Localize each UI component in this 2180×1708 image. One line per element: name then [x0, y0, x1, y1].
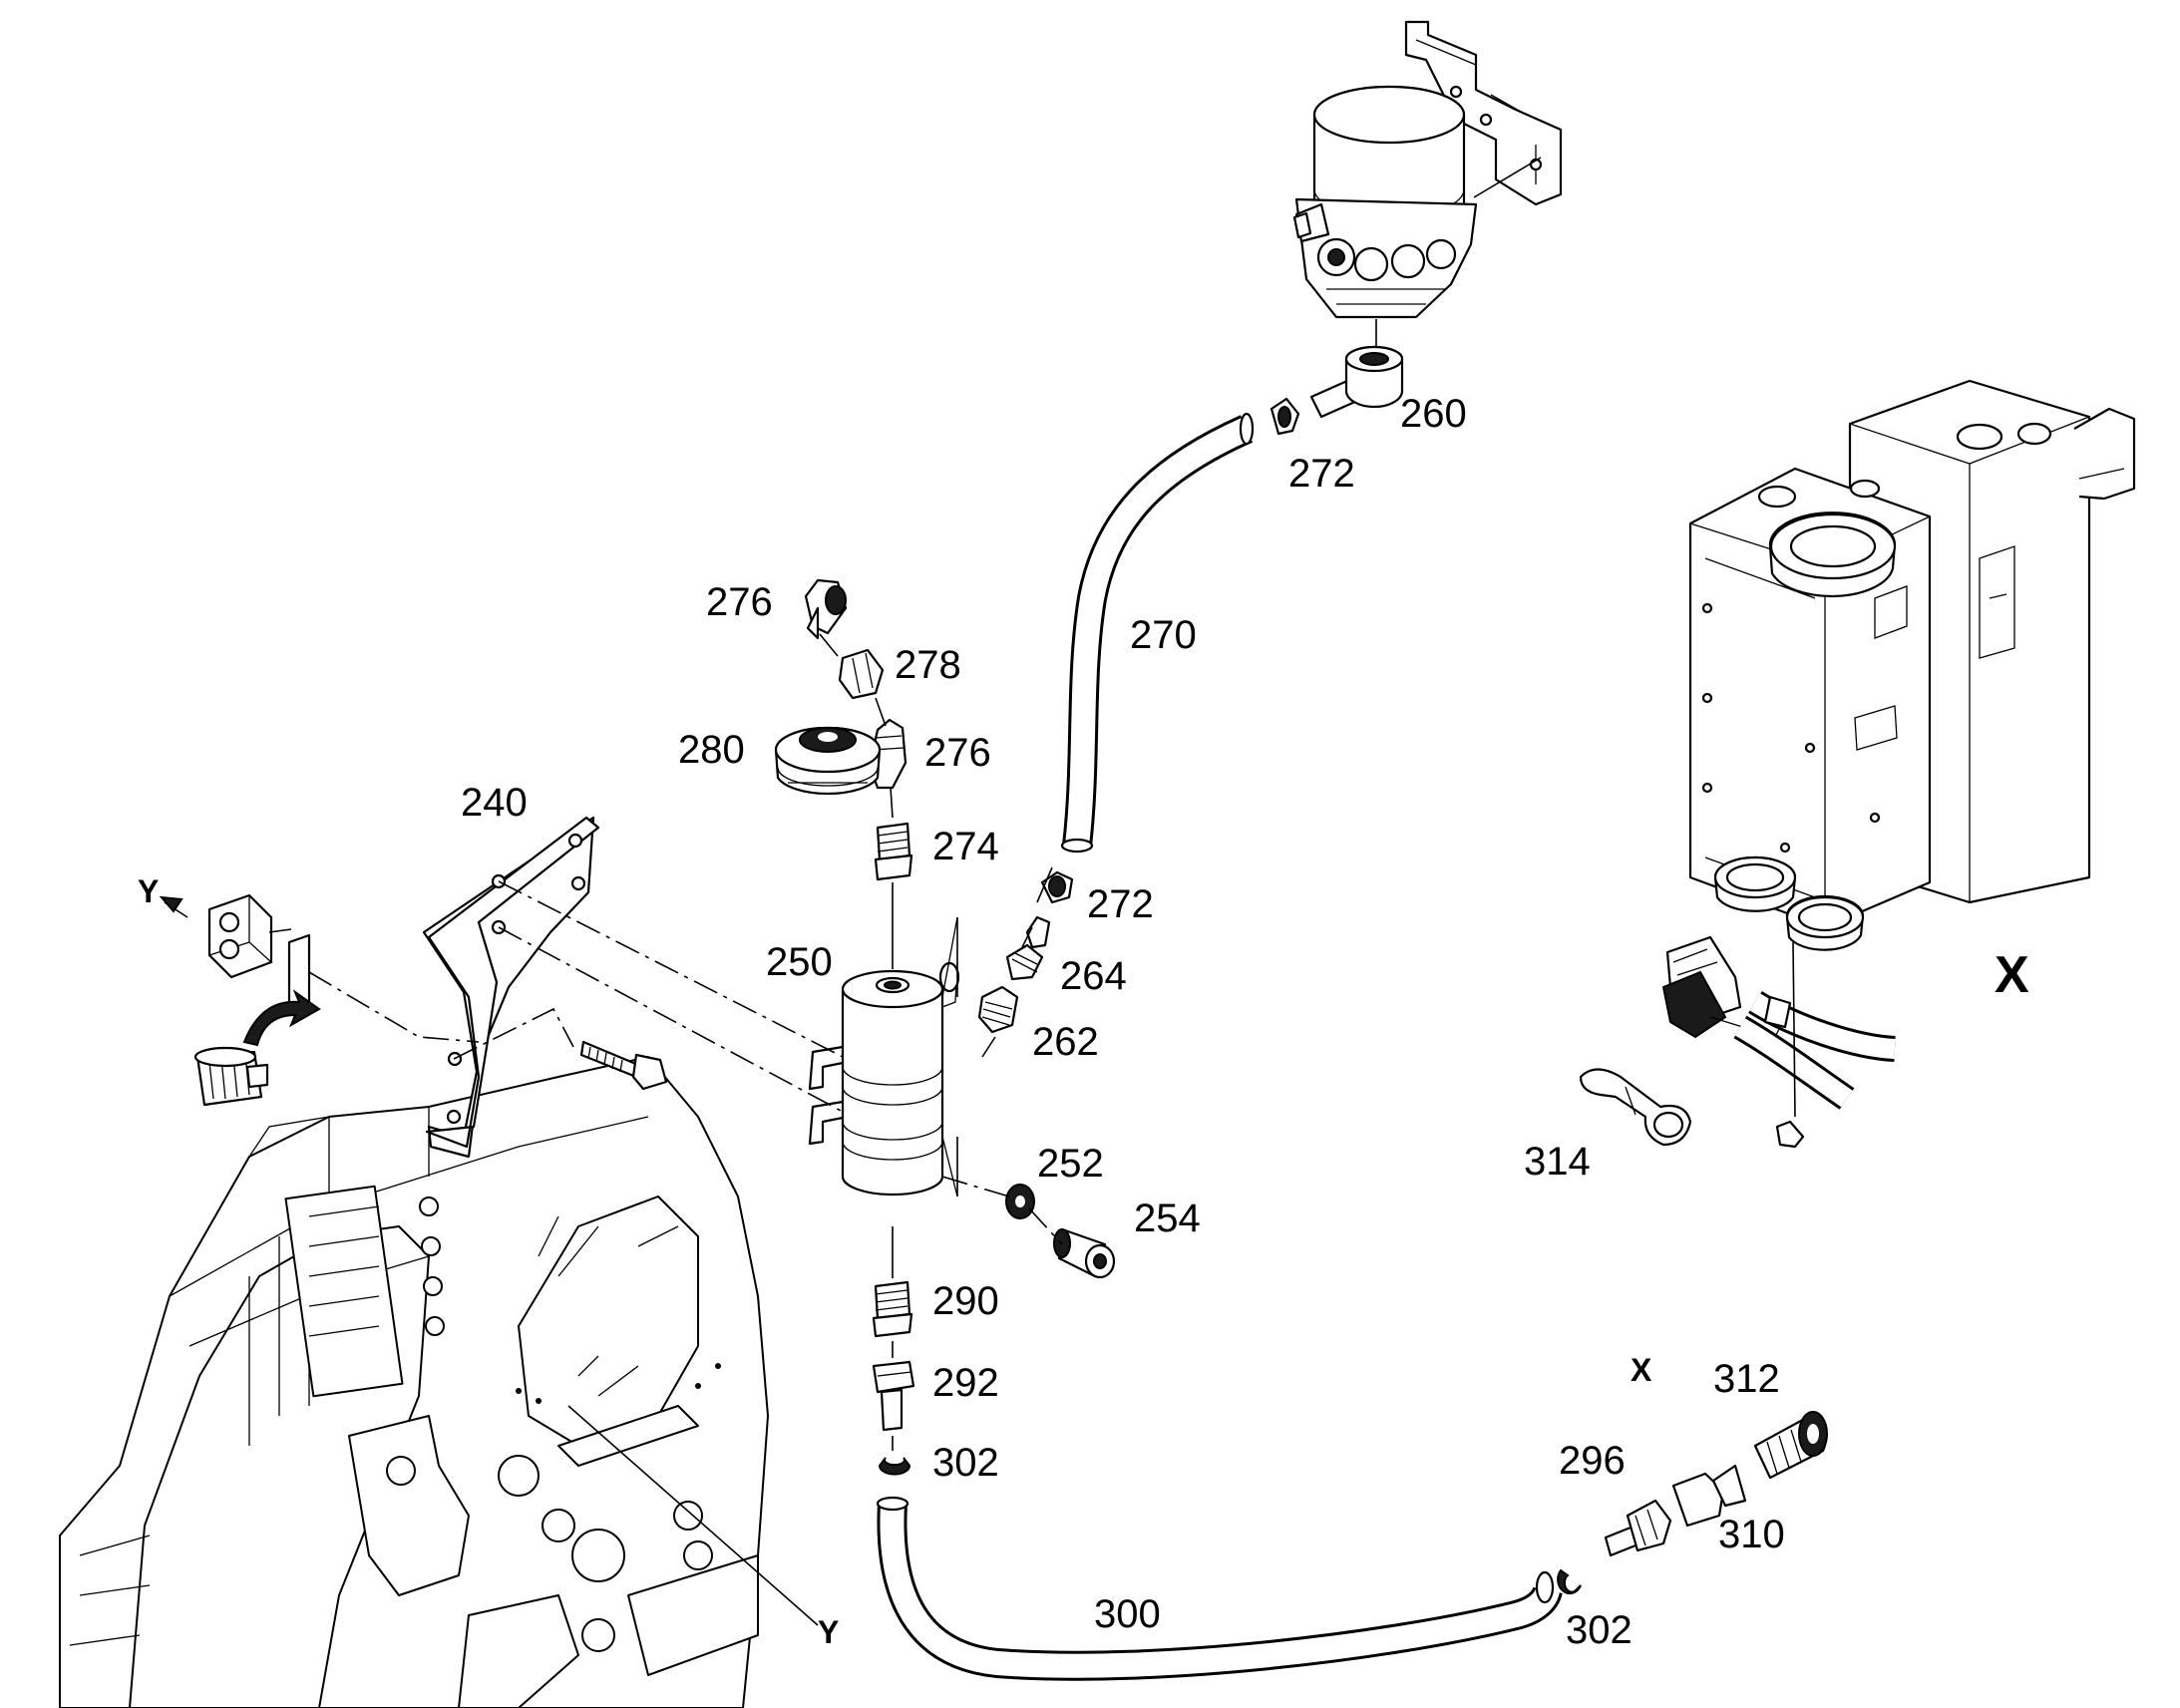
callout-260: 260: [1400, 392, 1467, 436]
x-view-assembly: [1661, 379, 2136, 1149]
view-label-y-bottom: Y: [818, 1614, 839, 1650]
callout-310: 310: [1718, 1513, 1785, 1556]
callout-272-mid: 272: [1087, 882, 1154, 926]
callout-312: 312: [1713, 1357, 1780, 1401]
callout-290: 290: [932, 1279, 999, 1323]
callout-272-top: 272: [1288, 452, 1355, 496]
leader-lines: [308, 880, 1063, 1626]
callout-302-left: 302: [932, 1441, 999, 1485]
callout-276-top: 276: [706, 580, 773, 624]
view-label-x-large: X: [1995, 946, 2029, 1004]
callout-240: 240: [461, 781, 528, 825]
callout-278: 278: [895, 643, 961, 687]
callout-252: 252: [1037, 1142, 1104, 1186]
callout-labels: 240 250 252 254 260 262 264 270 272 272 …: [138, 392, 2029, 1652]
elbow-fitting: [1270, 345, 1404, 436]
callout-276-mid: 276: [924, 731, 991, 775]
callout-292: 292: [932, 1361, 999, 1405]
callout-274: 274: [932, 825, 999, 868]
clamp: [1579, 1068, 1692, 1147]
mid-fittings: [977, 866, 1074, 1058]
top-fittings: [774, 578, 913, 969]
bracket-bolt: [579, 1040, 668, 1091]
callout-300: 300: [1094, 1592, 1161, 1636]
air-dryer: [1292, 20, 1563, 354]
callout-280: 280: [678, 728, 745, 772]
lower-fittings: [872, 1226, 915, 1476]
callout-264: 264: [1060, 954, 1127, 998]
callout-250: 250: [766, 940, 833, 984]
callout-296: 296: [1559, 1439, 1626, 1483]
chassis-frame: [59, 1056, 769, 1708]
callout-270: 270: [1130, 613, 1197, 657]
hose-270: [1060, 412, 1255, 854]
callout-254: 254: [1134, 1196, 1201, 1240]
receiver-drier: [808, 916, 960, 1197]
washer-and-plug: [1005, 1184, 1116, 1279]
callout-314: 314: [1524, 1140, 1591, 1184]
view-label-x-small: X: [1631, 1352, 1652, 1388]
callout-262: 262: [1032, 1020, 1099, 1064]
mounting-bracket: [422, 816, 600, 1159]
end-fittings: [1557, 1411, 1828, 1595]
view-label-y-arrow: Y: [138, 873, 159, 909]
callout-302-right: 302: [1566, 1608, 1633, 1652]
hose-300: [876, 1496, 1563, 1681]
y-view-parts: [159, 893, 321, 1107]
